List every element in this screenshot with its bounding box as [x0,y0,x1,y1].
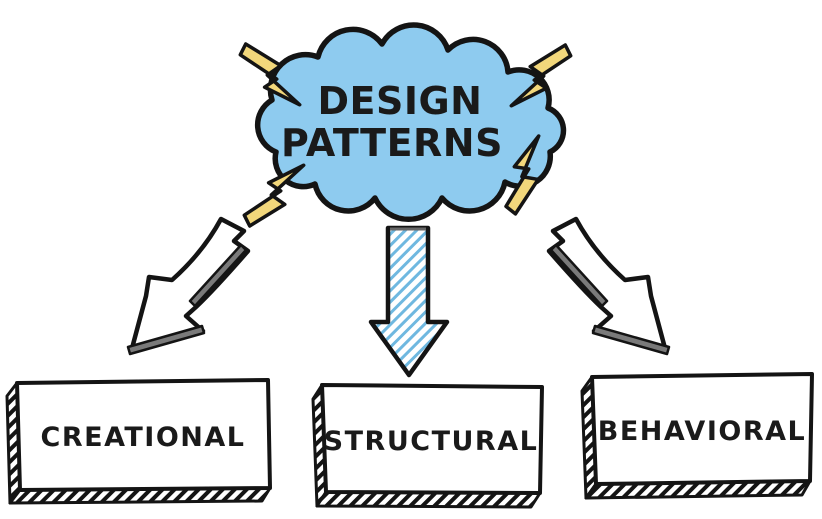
right-arrow-shaft-shadow [549,243,609,308]
left-arrow-shaft-shadow [188,243,248,308]
arrow-to-structural [368,225,450,378]
structural-label: STRUCTURAL [324,426,539,457]
cloud-icon [254,22,567,222]
arrow-to-behavioral [546,216,671,356]
lightning-bolt-icon-bottom-right [504,134,541,216]
behavioral-box-face [590,372,814,486]
lightning-bolt-icon-top-left [238,42,302,107]
right-arrow-head-shadow [591,324,671,356]
diagram-title-line1: DESIGN [317,79,482,123]
structural-box: STRUCTURAL [311,383,544,509]
left-arrow-head-shadow [126,324,206,356]
lightning-bolt-icon-top-right [509,43,573,108]
structural-box-face [320,383,544,495]
behavioral-box: BEHAVIORAL [580,372,814,500]
diagram-title-line2: PATTERNS [281,121,503,165]
arrow-to-creational [126,216,251,356]
creational-box-face [15,378,272,492]
creational-label: CREATIONAL [41,422,246,453]
middle-arrow-body [368,225,450,378]
lightning-bolt-icon-bottom-left [242,163,306,228]
title-cloud: DESIGN PATTERNS [254,22,567,222]
right-arrow-body [546,216,669,355]
lightning-bolts [238,42,573,228]
left-arrow-body [128,216,251,355]
behavioral-label: BEHAVIORAL [598,416,806,447]
creational-box: CREATIONAL [5,378,272,505]
